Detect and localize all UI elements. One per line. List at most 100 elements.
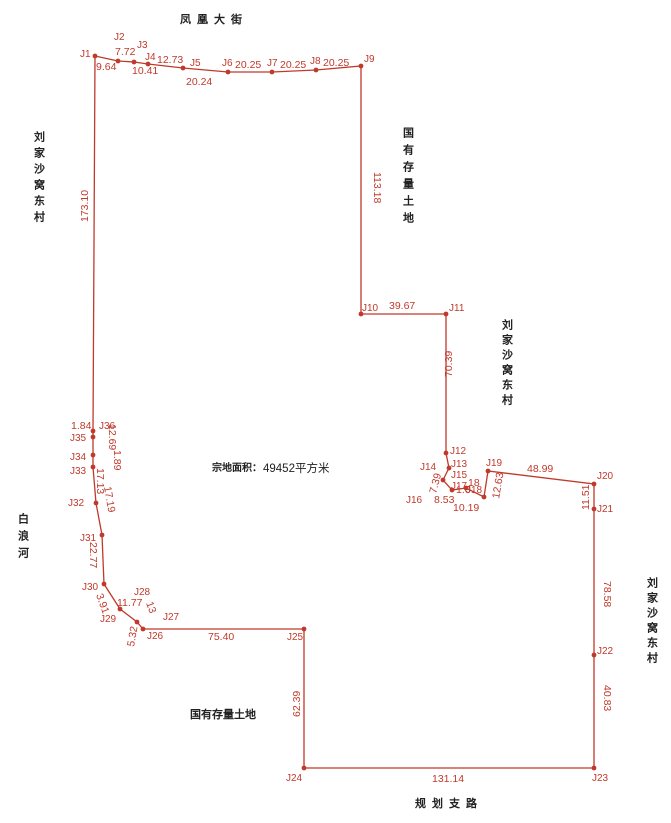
boundary-point-marker	[90, 452, 96, 458]
distance-label: 48.99	[527, 463, 553, 475]
boundary-point-marker	[301, 765, 307, 771]
distance-label: 12.69	[106, 424, 118, 450]
distance-label: 10.41	[132, 65, 158, 77]
point-label-j33: J33	[70, 466, 87, 477]
boundary-point-marker	[446, 465, 452, 471]
point-label-j32: J32	[68, 498, 85, 509]
point-label-j4: J4	[145, 52, 156, 63]
point-label-j8: J8	[310, 56, 321, 67]
boundary-point-marker	[117, 606, 123, 612]
neighbor-east-bottom: 刘家沙窝东村	[646, 576, 659, 667]
distance-label: 20.24	[186, 76, 212, 88]
boundary-point-marker	[92, 53, 98, 59]
distance-label: 39.67	[389, 300, 415, 312]
boundary-point-marker	[131, 59, 137, 65]
neighbor-south: 规划支路	[415, 796, 483, 810]
boundary-point-marker	[358, 311, 364, 317]
distance-label: 40.83	[601, 685, 613, 711]
point-label-j5: J5	[190, 58, 201, 69]
distance-label: 7.39	[427, 472, 444, 495]
point-label-j26: J26	[147, 631, 164, 642]
distance-label: 8.53	[434, 494, 455, 506]
boundary-point-marker	[443, 450, 449, 456]
boundary-point-marker	[145, 61, 151, 67]
area-label: 宗地面积：	[212, 461, 262, 474]
boundary-point-marker	[485, 468, 491, 474]
point-label-j16: J16	[406, 495, 423, 506]
boundary-point-marker	[134, 619, 140, 625]
point-label-j34: J34	[70, 452, 87, 463]
distance-label: 75.40	[208, 631, 234, 643]
boundary-point-marker	[481, 494, 487, 500]
distance-label: 20.25	[323, 57, 349, 69]
distance-label: 20.25	[280, 59, 306, 71]
boundary-point-marker	[101, 581, 107, 587]
point-label-j18: J18	[466, 485, 483, 496]
distance-label: 7.72	[115, 46, 136, 58]
distance-label: 70.39	[443, 351, 455, 377]
distance-label: 5.32	[125, 625, 140, 647]
point-label-j31: J31	[80, 533, 97, 544]
distance-label: 13	[143, 600, 158, 615]
point-label-j12: J12	[450, 446, 467, 457]
neighbor-west-river: 白浪河	[17, 512, 30, 564]
point-label-j24: J24	[286, 773, 303, 784]
boundary-point-marker	[140, 626, 146, 632]
point-label-j21: J21	[597, 504, 614, 515]
point-label-j14: J14	[420, 462, 437, 473]
boundary-point-marker	[463, 485, 469, 491]
boundary-point-marker	[440, 477, 446, 483]
distance-label: 131.14	[432, 773, 464, 785]
point-label-j1: J1	[80, 49, 91, 60]
distance-label: 3.91	[93, 592, 111, 615]
boundary-point-marker	[591, 652, 597, 658]
point-label-j20: J20	[597, 471, 614, 482]
point-label-j23: J23	[592, 773, 609, 784]
point-label-j6: J6	[222, 58, 233, 69]
distance-label: 17.19	[101, 485, 117, 513]
boundary-point-marker	[591, 765, 597, 771]
boundary-point-marker	[99, 532, 105, 538]
distance-label: 11.51	[580, 484, 592, 510]
point-label-j19: J19	[486, 458, 503, 469]
point-label-j2: J2	[114, 32, 125, 43]
neighbor-east-mid: 刘家沙窝东村	[501, 318, 514, 409]
boundary-point-marker	[269, 69, 275, 75]
distance-label: 9.64	[96, 61, 117, 73]
point-label-j25: J25	[287, 632, 304, 643]
point-label-j3: J3	[137, 40, 148, 51]
boundary-point-marker	[301, 626, 307, 632]
point-label-j28: J28	[134, 587, 151, 598]
neighbor-west: 刘家沙窝东村	[33, 130, 46, 227]
point-label-j9: J9	[364, 54, 375, 65]
point-label-j11: J11	[449, 303, 465, 314]
point-label-j30: J30	[82, 582, 99, 593]
distance-label: 12.73	[157, 54, 183, 66]
distance-label: 18	[468, 477, 480, 489]
point-label-j29: J29	[100, 614, 117, 625]
distance-label: 22.77	[87, 542, 99, 568]
distance-label: 1.84	[71, 420, 92, 432]
parcel-boundary	[92, 55, 595, 769]
boundary-point-marker	[358, 63, 364, 69]
distance-label: 10.19	[453, 502, 479, 514]
distance-label: 78.58	[601, 581, 613, 607]
neighbor-north: 凤凰大街	[180, 12, 248, 26]
distance-label: 11.77	[117, 597, 143, 609]
distance-label: 17.13	[94, 468, 106, 494]
boundary-point-marker	[180, 65, 186, 71]
boundary-point-marker	[443, 311, 449, 317]
boundary-point-marker	[449, 487, 455, 493]
boundary-point-marker	[93, 500, 99, 506]
distance-label: 1.0	[456, 484, 471, 496]
point-label-j13: J13	[451, 459, 468, 470]
boundary-point-marker	[90, 464, 96, 470]
boundary-point-marker	[115, 58, 121, 64]
point-label-j10: J10	[362, 303, 379, 314]
neighbor-south-inner: 国有存量土地	[190, 707, 256, 721]
point-label-j7: J7	[267, 58, 278, 69]
boundary-point-marker	[313, 67, 319, 73]
distance-label: 1.89	[111, 450, 123, 471]
distance-label: 173.10	[79, 190, 91, 222]
